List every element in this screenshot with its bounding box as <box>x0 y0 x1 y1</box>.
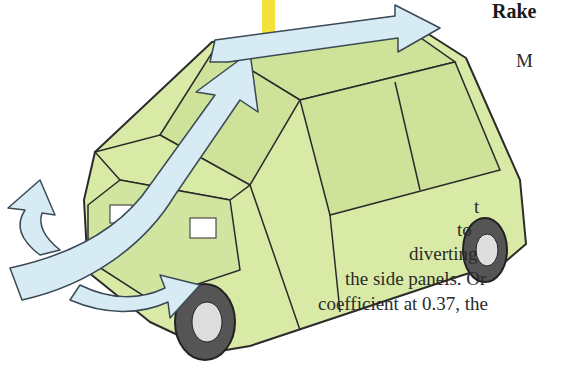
text-fragment: to <box>457 219 472 241</box>
text-fragment: Rake <box>492 0 536 22</box>
airflow-arrow <box>210 5 440 62</box>
headlight <box>190 218 216 238</box>
text-fragment: t <box>474 196 479 218</box>
hub <box>192 302 222 342</box>
airflow-arrow <box>70 275 200 318</box>
door-line <box>250 185 300 330</box>
airflow-arrow <box>10 52 258 300</box>
airflow-arrow <box>8 180 60 255</box>
window-pillar <box>395 82 420 190</box>
hub <box>476 234 498 266</box>
side-windows <box>300 62 500 215</box>
text-fragment: coefficient at 0.37, the <box>318 293 488 315</box>
text-fragment: diverting <box>409 243 478 265</box>
text-fragment: M <box>516 50 533 72</box>
text-fragment: the side panels. Or <box>345 268 486 290</box>
